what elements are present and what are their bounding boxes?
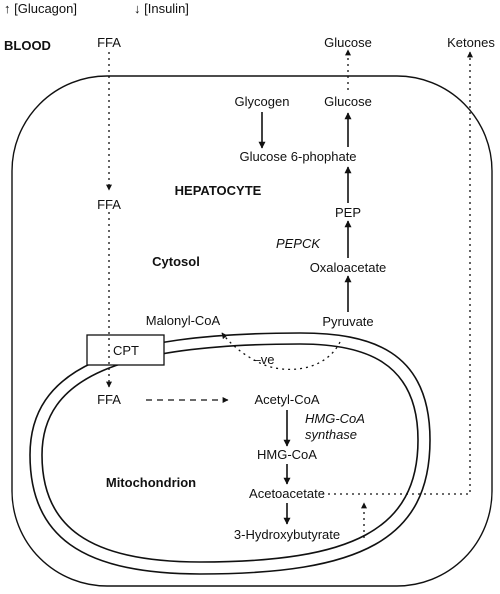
mitochondrion-label: Mitochondrion: [106, 475, 196, 490]
glucose-blood-label: Glucose: [324, 35, 372, 50]
oxaloacetate-label: Oxaloacetate: [310, 260, 387, 275]
hydroxybutyrate-label: 3-Hydroxybutyrate: [234, 527, 340, 542]
hmg-synthase-label-line1: HMG-CoA: [305, 411, 365, 426]
acetyl-coa-label: Acetyl-CoA: [254, 392, 319, 407]
pepck-label: PEPCK: [276, 236, 321, 251]
hepatocyte-label: HEPATOCYTE: [175, 183, 262, 198]
mitochondrion-outer-membrane: [29, 332, 431, 575]
ketone-export-line: [322, 51, 473, 495]
hepatocyte-membrane: [11, 75, 493, 587]
hmg-coa-label: HMG-CoA: [257, 447, 317, 462]
ffa-mito-label: FFA: [97, 392, 121, 407]
glucose6p-label: Glucose 6-phophate: [239, 149, 356, 164]
negative-regulation-label: –ve: [254, 352, 275, 367]
cytosol-label: Cytosol: [152, 254, 200, 269]
cpt-box: [86, 334, 165, 366]
glycogen-label: Glycogen: [235, 94, 290, 109]
cpt-label: CPT: [113, 343, 139, 358]
ffa-cytosol-label: FFA: [97, 197, 121, 212]
hmg-synthase-label-line2: synthase: [305, 427, 357, 442]
mitochondrion-inner-membrane: [41, 343, 419, 563]
blood-label: BLOOD: [4, 38, 51, 53]
ketones-label: Ketones: [447, 35, 495, 50]
insulin-label: ↓ [Insulin]: [134, 1, 189, 16]
pep-label: PEP: [335, 205, 361, 220]
malonyl-coa-label: Malonyl-CoA: [146, 313, 221, 328]
glucagon-label: ↑ [Glucagon]: [4, 1, 77, 16]
negative-feedback-arc: [221, 332, 341, 370]
pyruvate-label: Pyruvate: [322, 314, 373, 329]
glucose-cell-label: Glucose: [324, 94, 372, 109]
ffa-blood-label: FFA: [97, 35, 121, 50]
acetoacetate-label: Acetoacetate: [249, 486, 325, 501]
